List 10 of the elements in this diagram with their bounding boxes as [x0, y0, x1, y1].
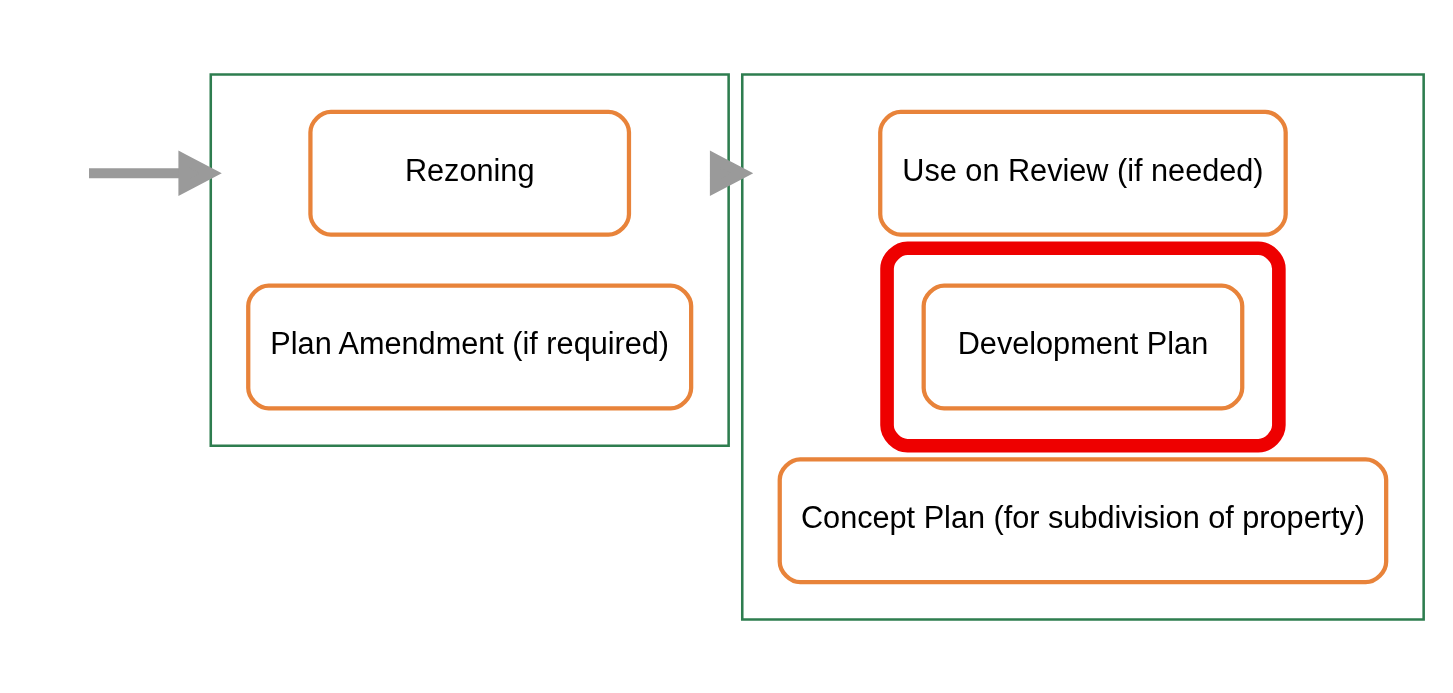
node-box: Development Plan: [921, 283, 1245, 410]
node-box: Concept Plan (for subdivision of property): [777, 456, 1389, 584]
node-box: Plan Amendment (if required): [246, 283, 694, 410]
node-box: Rezoning: [308, 109, 632, 237]
cluster: [209, 72, 730, 447]
node-box: Use on Review (if needed): [878, 109, 1288, 237]
arrow: [709, 149, 754, 196]
cluster: [880, 240, 1286, 453]
cluster: [741, 72, 1425, 621]
arrow: [89, 149, 222, 196]
